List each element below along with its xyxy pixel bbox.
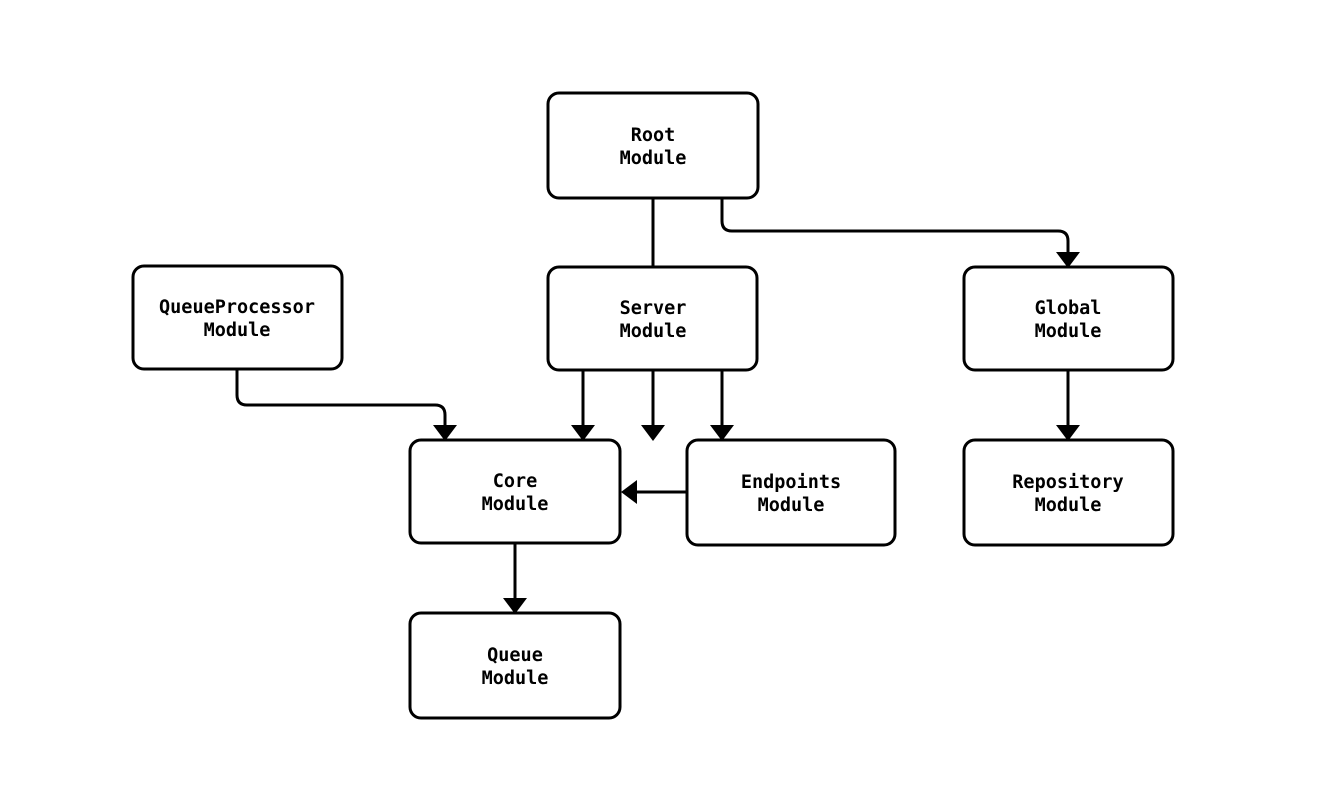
node-queue[interactable]: Queue Module — [408, 611, 622, 720]
node-core-box[interactable] — [408, 438, 622, 545]
node-queueprocessor[interactable]: QueueProcessor Module — [131, 264, 344, 371]
node-queueprocessor-box[interactable] — [131, 264, 344, 371]
node-queueprocessor-label-line1: QueueProcessor — [159, 297, 315, 318]
node-root-label-line1: Root — [631, 125, 676, 146]
node-root[interactable]: Root Module — [546, 91, 760, 200]
node-core-label-line2: Module — [482, 494, 549, 515]
edge-layer — [235, 198, 1080, 614]
node-core[interactable]: Core Module — [408, 438, 622, 545]
node-queueprocessor-label-line2: Module — [204, 320, 271, 341]
edge-endpoints-to-core-arrowhead — [621, 480, 637, 504]
node-server[interactable]: Server Module — [546, 265, 759, 372]
edge-root-to-global-line — [720, 198, 1070, 252]
edge-global-to-repository — [1056, 370, 1080, 441]
node-server-box[interactable] — [546, 265, 759, 372]
node-layer: Root Module QueueProcessor Module Server… — [131, 91, 1175, 720]
edge-root-to-server-arrowhead — [641, 425, 665, 441]
edge-global-to-repository-arrowhead — [1056, 425, 1080, 441]
node-global[interactable]: Global Module — [962, 265, 1175, 372]
edge-endpoints-to-core — [621, 480, 687, 504]
node-global-box[interactable] — [962, 265, 1175, 372]
node-root-box[interactable] — [546, 91, 760, 200]
edge-queueprocessor-to-core — [235, 369, 457, 441]
node-repository-label-line1: Repository — [1012, 472, 1123, 493]
edge-root-to-global-arrowhead — [1056, 252, 1080, 268]
node-endpoints[interactable]: Endpoints Module — [685, 438, 897, 547]
node-core-label-line1: Core — [493, 471, 538, 492]
node-server-label-line1: Server — [620, 298, 687, 319]
edge-core-to-queue — [503, 543, 527, 614]
edge-server-to-endpoints — [710, 370, 734, 441]
node-repository-box[interactable] — [962, 438, 1175, 547]
edge-server-to-core — [571, 370, 595, 441]
edge-server-to-core-arrowhead — [571, 425, 595, 441]
edge-queueprocessor-to-core-arrowhead — [433, 425, 457, 441]
node-global-label-line1: Global — [1035, 298, 1102, 319]
edge-root-to-global — [720, 198, 1080, 268]
edge-queueprocessor-to-core-line — [235, 369, 447, 425]
node-endpoints-label-line2: Module — [758, 495, 825, 516]
node-global-label-line2: Module — [1035, 321, 1102, 342]
node-queue-box[interactable] — [408, 611, 622, 720]
node-root-label-line2: Module — [620, 148, 687, 169]
edge-core-to-queue-arrowhead — [503, 598, 527, 614]
node-queue-label-line2: Module — [482, 668, 549, 689]
node-queue-label-line1: Queue — [487, 645, 543, 666]
node-endpoints-box[interactable] — [685, 438, 897, 547]
node-repository[interactable]: Repository Module — [962, 438, 1175, 547]
node-repository-label-line2: Module — [1035, 495, 1102, 516]
node-server-label-line2: Module — [620, 321, 687, 342]
node-endpoints-label-line1: Endpoints — [741, 472, 841, 493]
edge-server-to-endpoints-arrowhead — [710, 425, 734, 441]
